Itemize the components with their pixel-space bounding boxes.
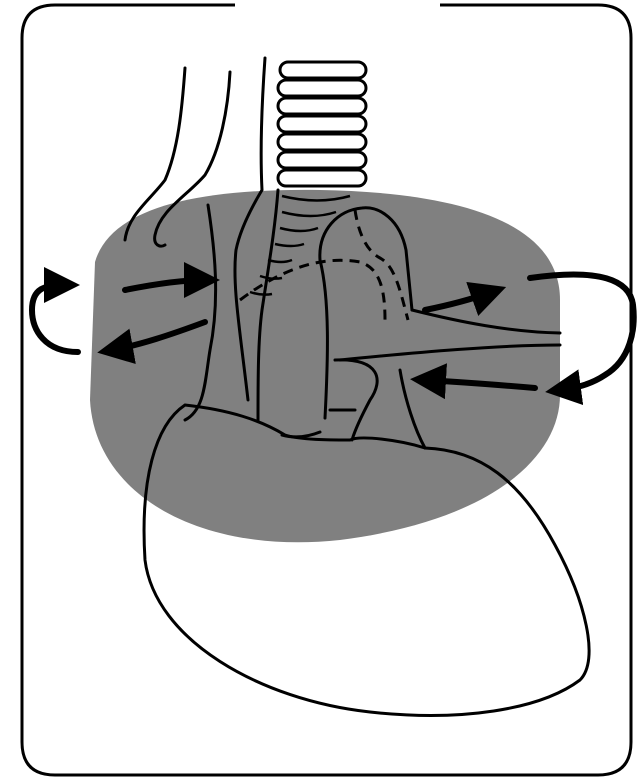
left-loop-arrow: [32, 285, 78, 352]
trachea-rings: [278, 62, 366, 186]
shaded-region: [90, 190, 560, 542]
